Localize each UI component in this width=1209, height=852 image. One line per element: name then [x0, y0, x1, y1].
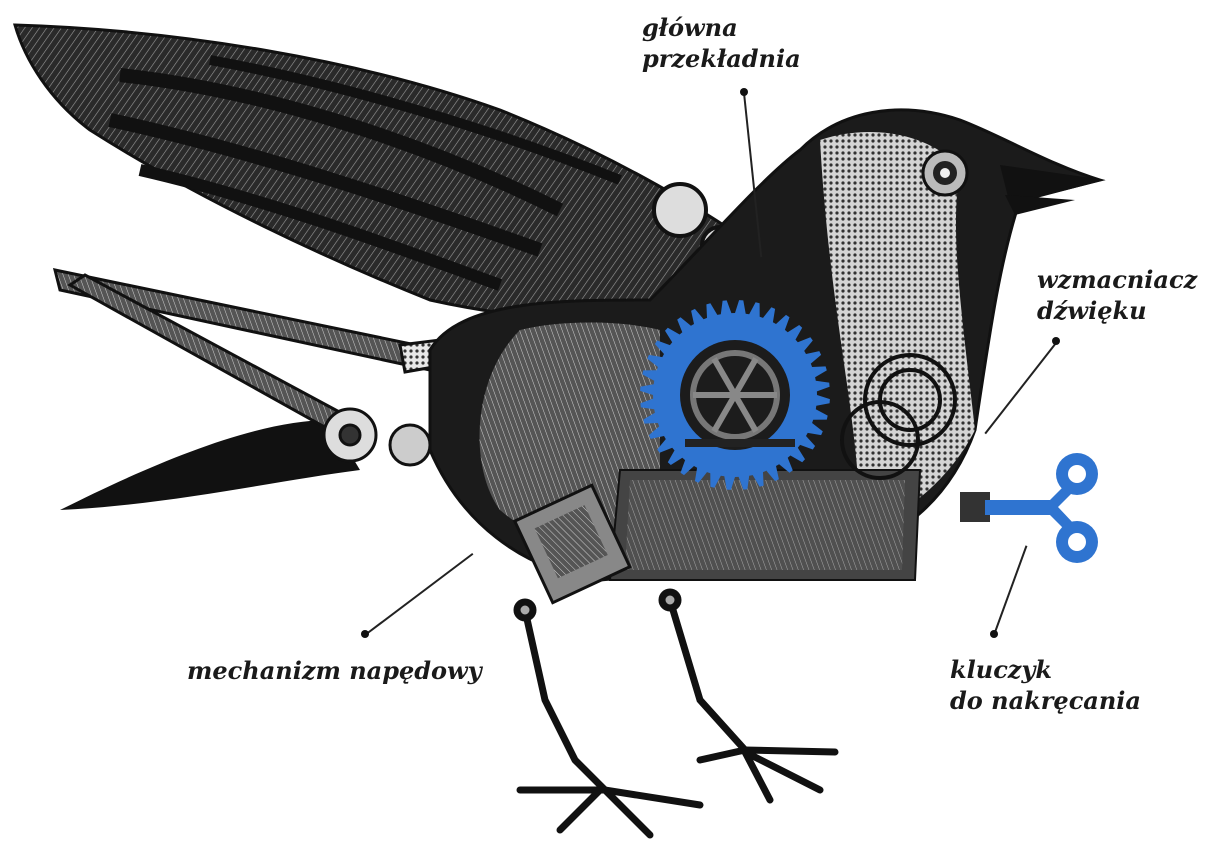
- label-winding-key-line2: do nakręcania: [950, 685, 1141, 716]
- label-main-gear: główna przekładnia: [642, 12, 801, 74]
- label-winding-key-line1: kluczyk: [950, 654, 1141, 685]
- label-drive-mechanism-line1: mechanizm napędowy: [187, 655, 482, 686]
- tail: [60, 420, 360, 510]
- label-winding-key: kluczyk do nakręcania: [950, 654, 1141, 716]
- callout-dot-main-gear: [740, 88, 748, 96]
- label-main-gear-line2: przekładnia: [642, 43, 801, 74]
- callout-dot-winding-key: [990, 630, 998, 638]
- label-sound-amplifier-line2: dźwięku: [1037, 295, 1197, 326]
- callout-dot-sound-amplifier: [1052, 337, 1060, 345]
- callout-dot-drive-mechanism: [361, 630, 369, 638]
- main-gear-shaft: [685, 439, 795, 447]
- label-sound-amplifier-line1: wzmacniacz: [1037, 264, 1197, 295]
- winding-key: [960, 453, 1098, 563]
- label-main-gear-line1: główna: [642, 12, 801, 43]
- label-drive-mechanism: mechanizm napędowy: [187, 655, 482, 686]
- legs: [517, 592, 835, 835]
- label-sound-amplifier: wzmacniacz dźwięku: [1037, 264, 1197, 326]
- main-gear: [640, 300, 830, 490]
